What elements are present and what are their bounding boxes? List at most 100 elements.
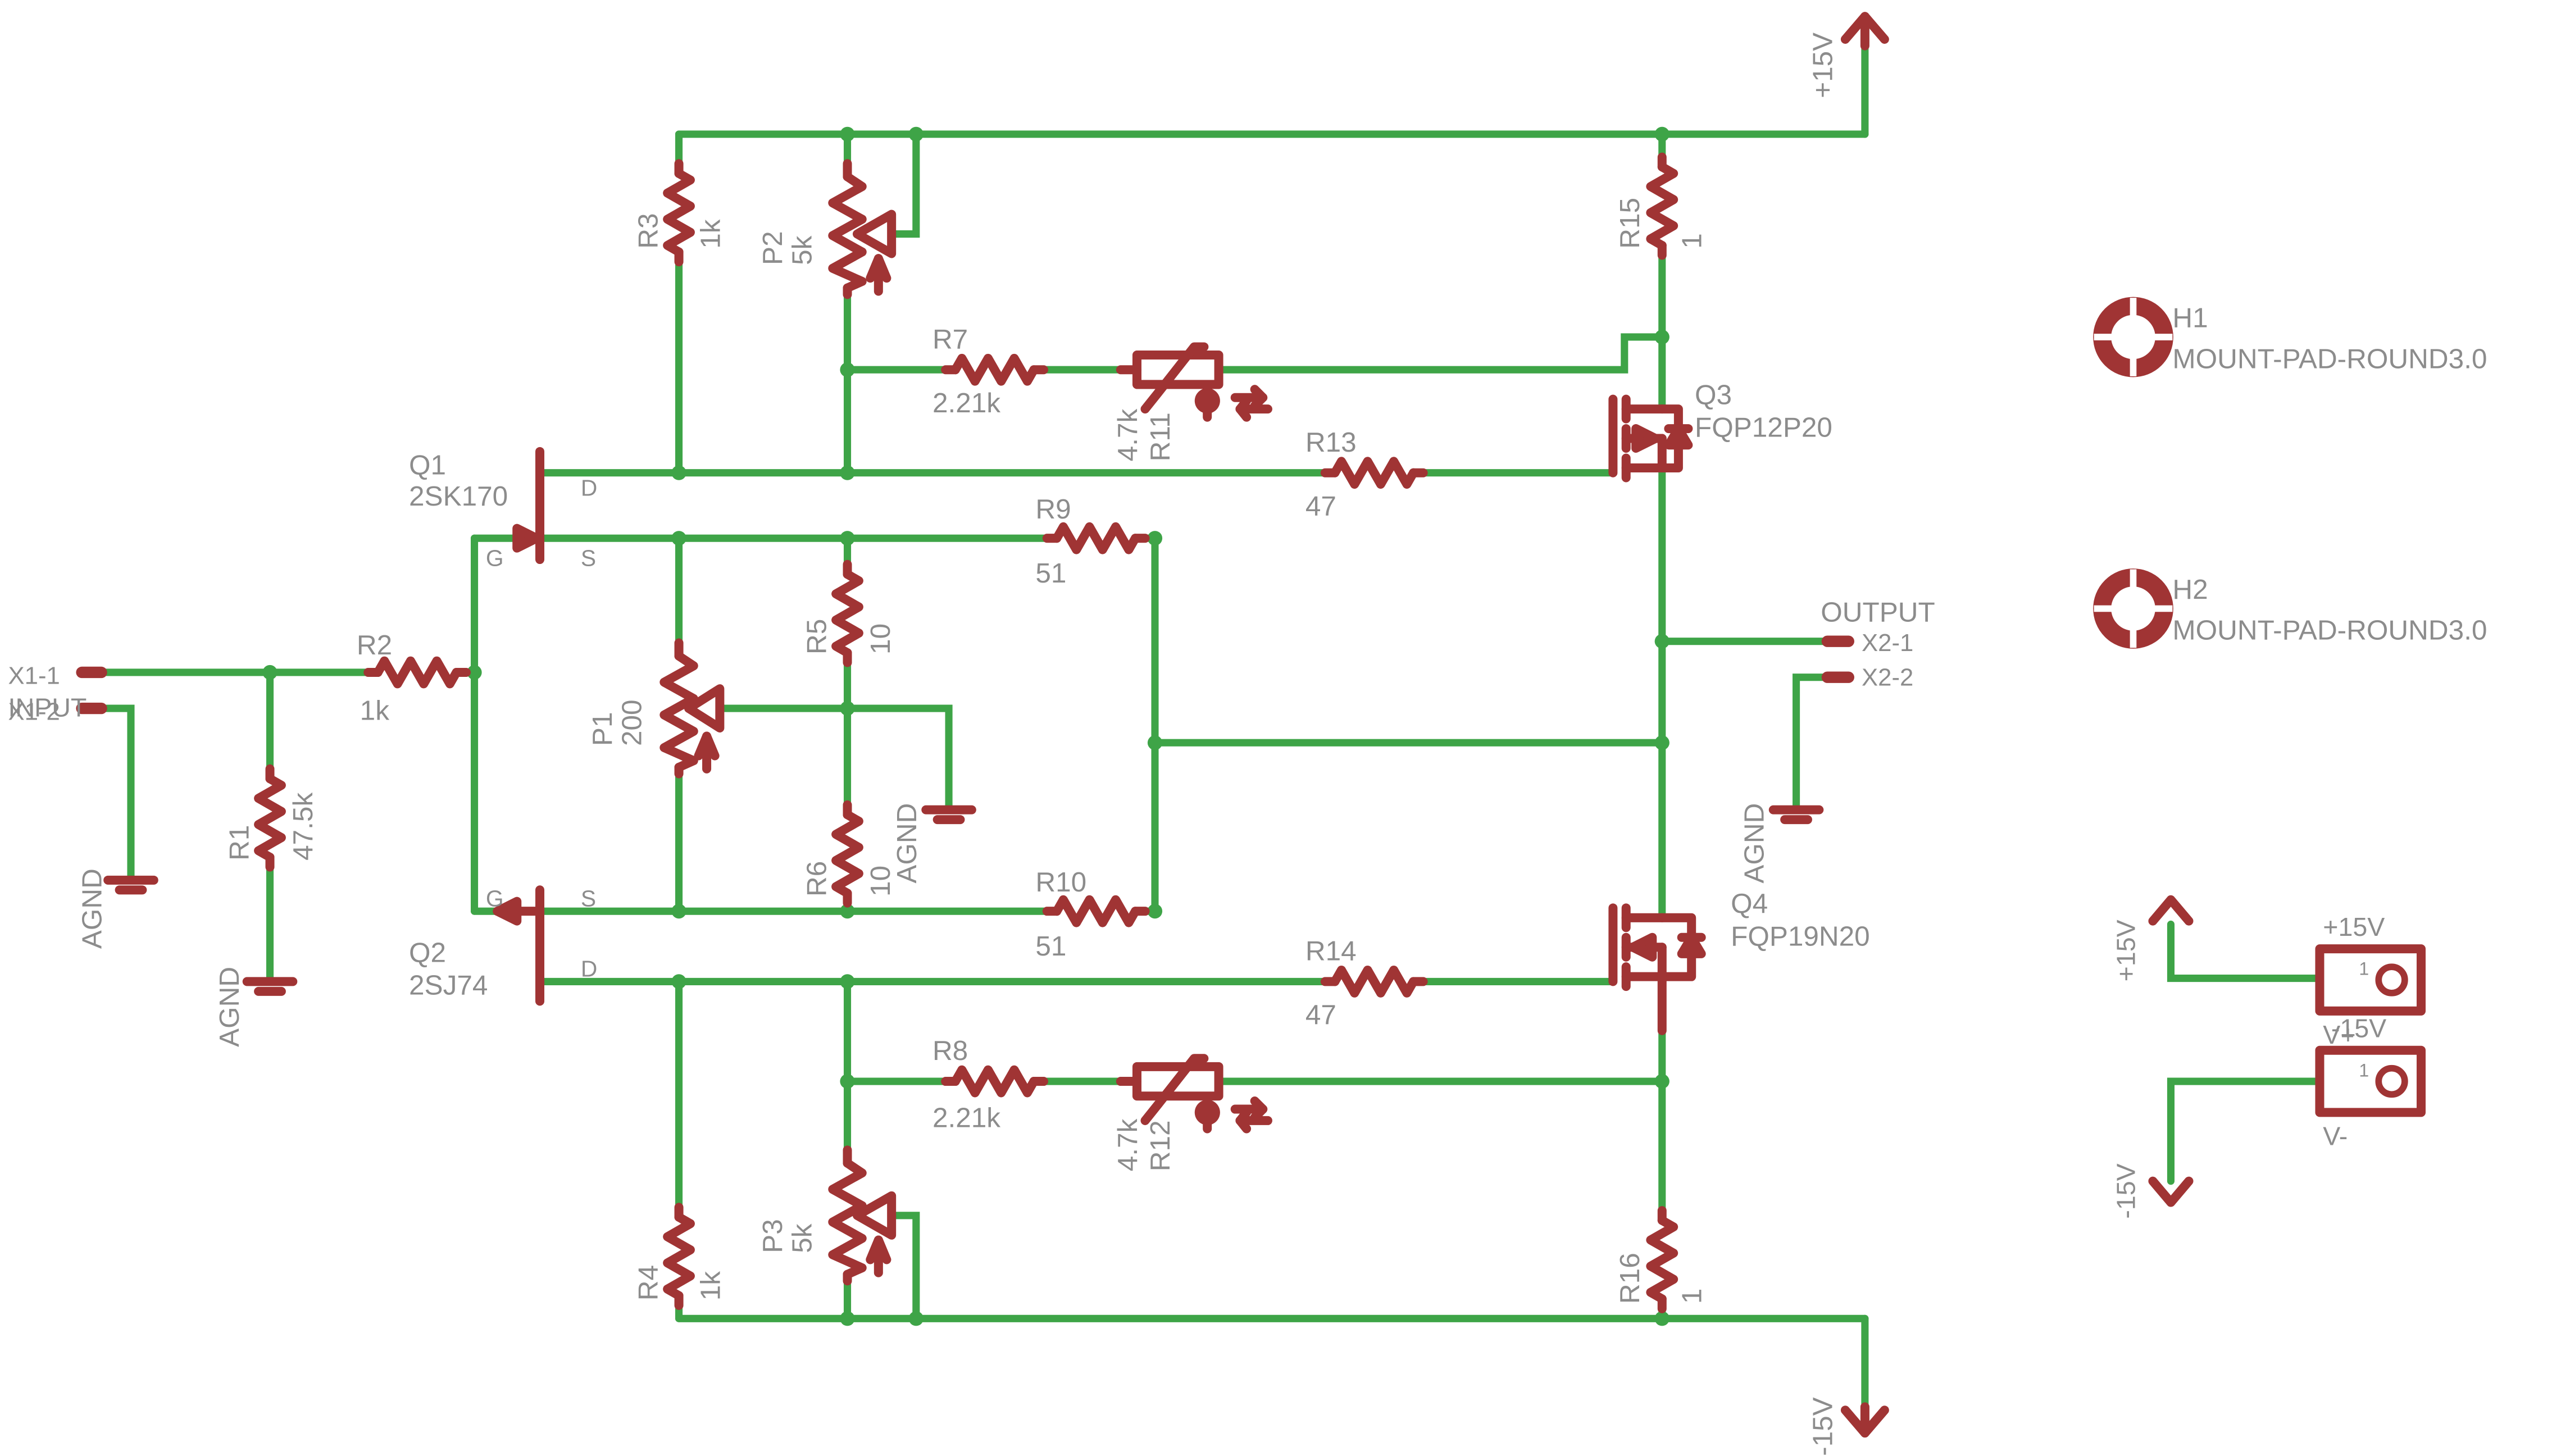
r3-value: 1k (695, 219, 726, 249)
output-pin2-label: X2-2 (1862, 663, 1913, 691)
junction (671, 974, 686, 989)
h2-ref: H2 (2172, 574, 2208, 605)
resistor-r10 (1047, 900, 1145, 923)
q4-part: FQP19N20 (1731, 921, 1870, 952)
junction (908, 126, 924, 142)
h1-part: MOUNT-PAD-ROUND3.0 (2172, 343, 2487, 374)
thermistor-r12 (1116, 1054, 1272, 1134)
agnd-label-input: AGND (77, 868, 108, 949)
junction (262, 665, 278, 680)
wire-r11-q3gate (1215, 333, 1666, 374)
input-label: INPUT (8, 693, 87, 722)
ground-symbol-mid (926, 810, 972, 820)
junction (1654, 1311, 1670, 1326)
power-connector (2315, 944, 2426, 1117)
resistor-r15 (1650, 157, 1673, 256)
conn-vplus-rail: +15V (2111, 920, 2140, 981)
r7-value: 2.21k (932, 388, 1000, 418)
wire-output-gnd (1793, 674, 1831, 811)
resistor-r8 (945, 1070, 1044, 1093)
r8-ref: R8 (932, 1035, 968, 1066)
r4-ref: R4 (633, 1265, 664, 1300)
conn-top-label: +15V (2323, 912, 2385, 941)
junction (1654, 735, 1670, 750)
q3-part: FQP12P20 (1695, 412, 1832, 443)
r4-value: 1k (695, 1271, 726, 1301)
potentiometer-p1 (659, 638, 725, 779)
wire-conn-vplus (2167, 920, 2324, 982)
q2-ref: Q2 (409, 937, 446, 968)
resistor-r9 (1047, 527, 1145, 550)
r11-value: 4.7k (1112, 409, 1143, 462)
r6-value: 10 (865, 866, 896, 897)
resistor-r1 (258, 769, 281, 867)
mount-pad-h2 (2093, 568, 2173, 649)
output-pin1-label: X2-1 (1862, 629, 1913, 657)
labels: +15V -15V AGND AGND AGND AGND X1-1 INPUT… (8, 33, 2487, 1456)
vminus-label: -15V (1808, 1397, 1839, 1456)
p1-ref: P1 (587, 712, 618, 746)
input-connector-pins (76, 666, 107, 715)
r12-value: 4.7k (1112, 1118, 1143, 1171)
junction (840, 904, 855, 919)
junction (1654, 634, 1670, 649)
conn-bottom-label: -15V (2331, 1013, 2386, 1043)
agnd-label-r1: AGND (214, 967, 245, 1047)
junction (1147, 735, 1163, 750)
r15-value: 1 (1677, 233, 1708, 249)
r6-ref: R6 (802, 861, 833, 897)
r11-ref: R11 (1145, 412, 1176, 461)
resistor-r3 (667, 163, 690, 262)
mount-pad-h1 (2093, 297, 2173, 377)
mosfet-q4 (1608, 903, 1706, 1035)
q3-ref: Q3 (1695, 379, 1732, 410)
q1-d-pin: D (581, 475, 597, 501)
ground-symbol-r1 (247, 981, 293, 991)
r2-value: 1k (360, 695, 390, 726)
p3-ref: P3 (757, 1219, 788, 1253)
input-pin1-label: X1-1 (8, 662, 60, 689)
r10-ref: R10 (1035, 867, 1086, 898)
r5-ref: R5 (802, 619, 833, 654)
output-label: OUTPUT (1821, 597, 1935, 628)
conn-overlap-label: V+ (2323, 1020, 2355, 1049)
junction (840, 1311, 855, 1326)
wire-p3-wiper (888, 1212, 920, 1322)
resistor-r7 (945, 358, 1044, 381)
ground-symbol-output (1773, 810, 1819, 820)
r1-ref: R1 (224, 825, 255, 861)
resistor-r16 (1650, 1211, 1673, 1309)
wire-agnd-mid (843, 704, 953, 811)
agnd-label-mid: AGND (891, 803, 922, 884)
wire-p2-wiper (888, 130, 920, 238)
resistor-r6 (836, 805, 859, 903)
junction (840, 1073, 855, 1089)
junction (1654, 329, 1670, 345)
p1-value: 200 (617, 699, 648, 746)
r7-ref: R7 (932, 324, 968, 354)
q1-g-pin: G (486, 545, 504, 571)
r13-value: 47 (1305, 490, 1336, 521)
conn-bottom-name: V- (2323, 1122, 2348, 1151)
conn-bottom-pin: 1 (2359, 1060, 2369, 1080)
q1-part: 2SK170 (409, 481, 508, 512)
wire-conn-vminus (2167, 1077, 2324, 1185)
junction (840, 531, 855, 546)
potentiometer-p3 (828, 1145, 897, 1286)
p3-value: 5k (786, 1223, 817, 1253)
agnd-label-output: AGND (1739, 803, 1769, 884)
p2-value: 5k (786, 235, 817, 265)
junction (671, 904, 686, 919)
r3-ref: R3 (633, 213, 664, 248)
resistor-r4 (667, 1207, 690, 1305)
r12-ref: R12 (1145, 1120, 1176, 1171)
junction (840, 465, 855, 480)
junction (840, 700, 855, 716)
r9-value: 51 (1035, 558, 1066, 589)
junction (840, 974, 855, 989)
potentiometer-p2 (828, 159, 897, 299)
junction (1654, 1073, 1670, 1089)
junction (1147, 904, 1163, 919)
resistor-r5 (836, 565, 859, 663)
